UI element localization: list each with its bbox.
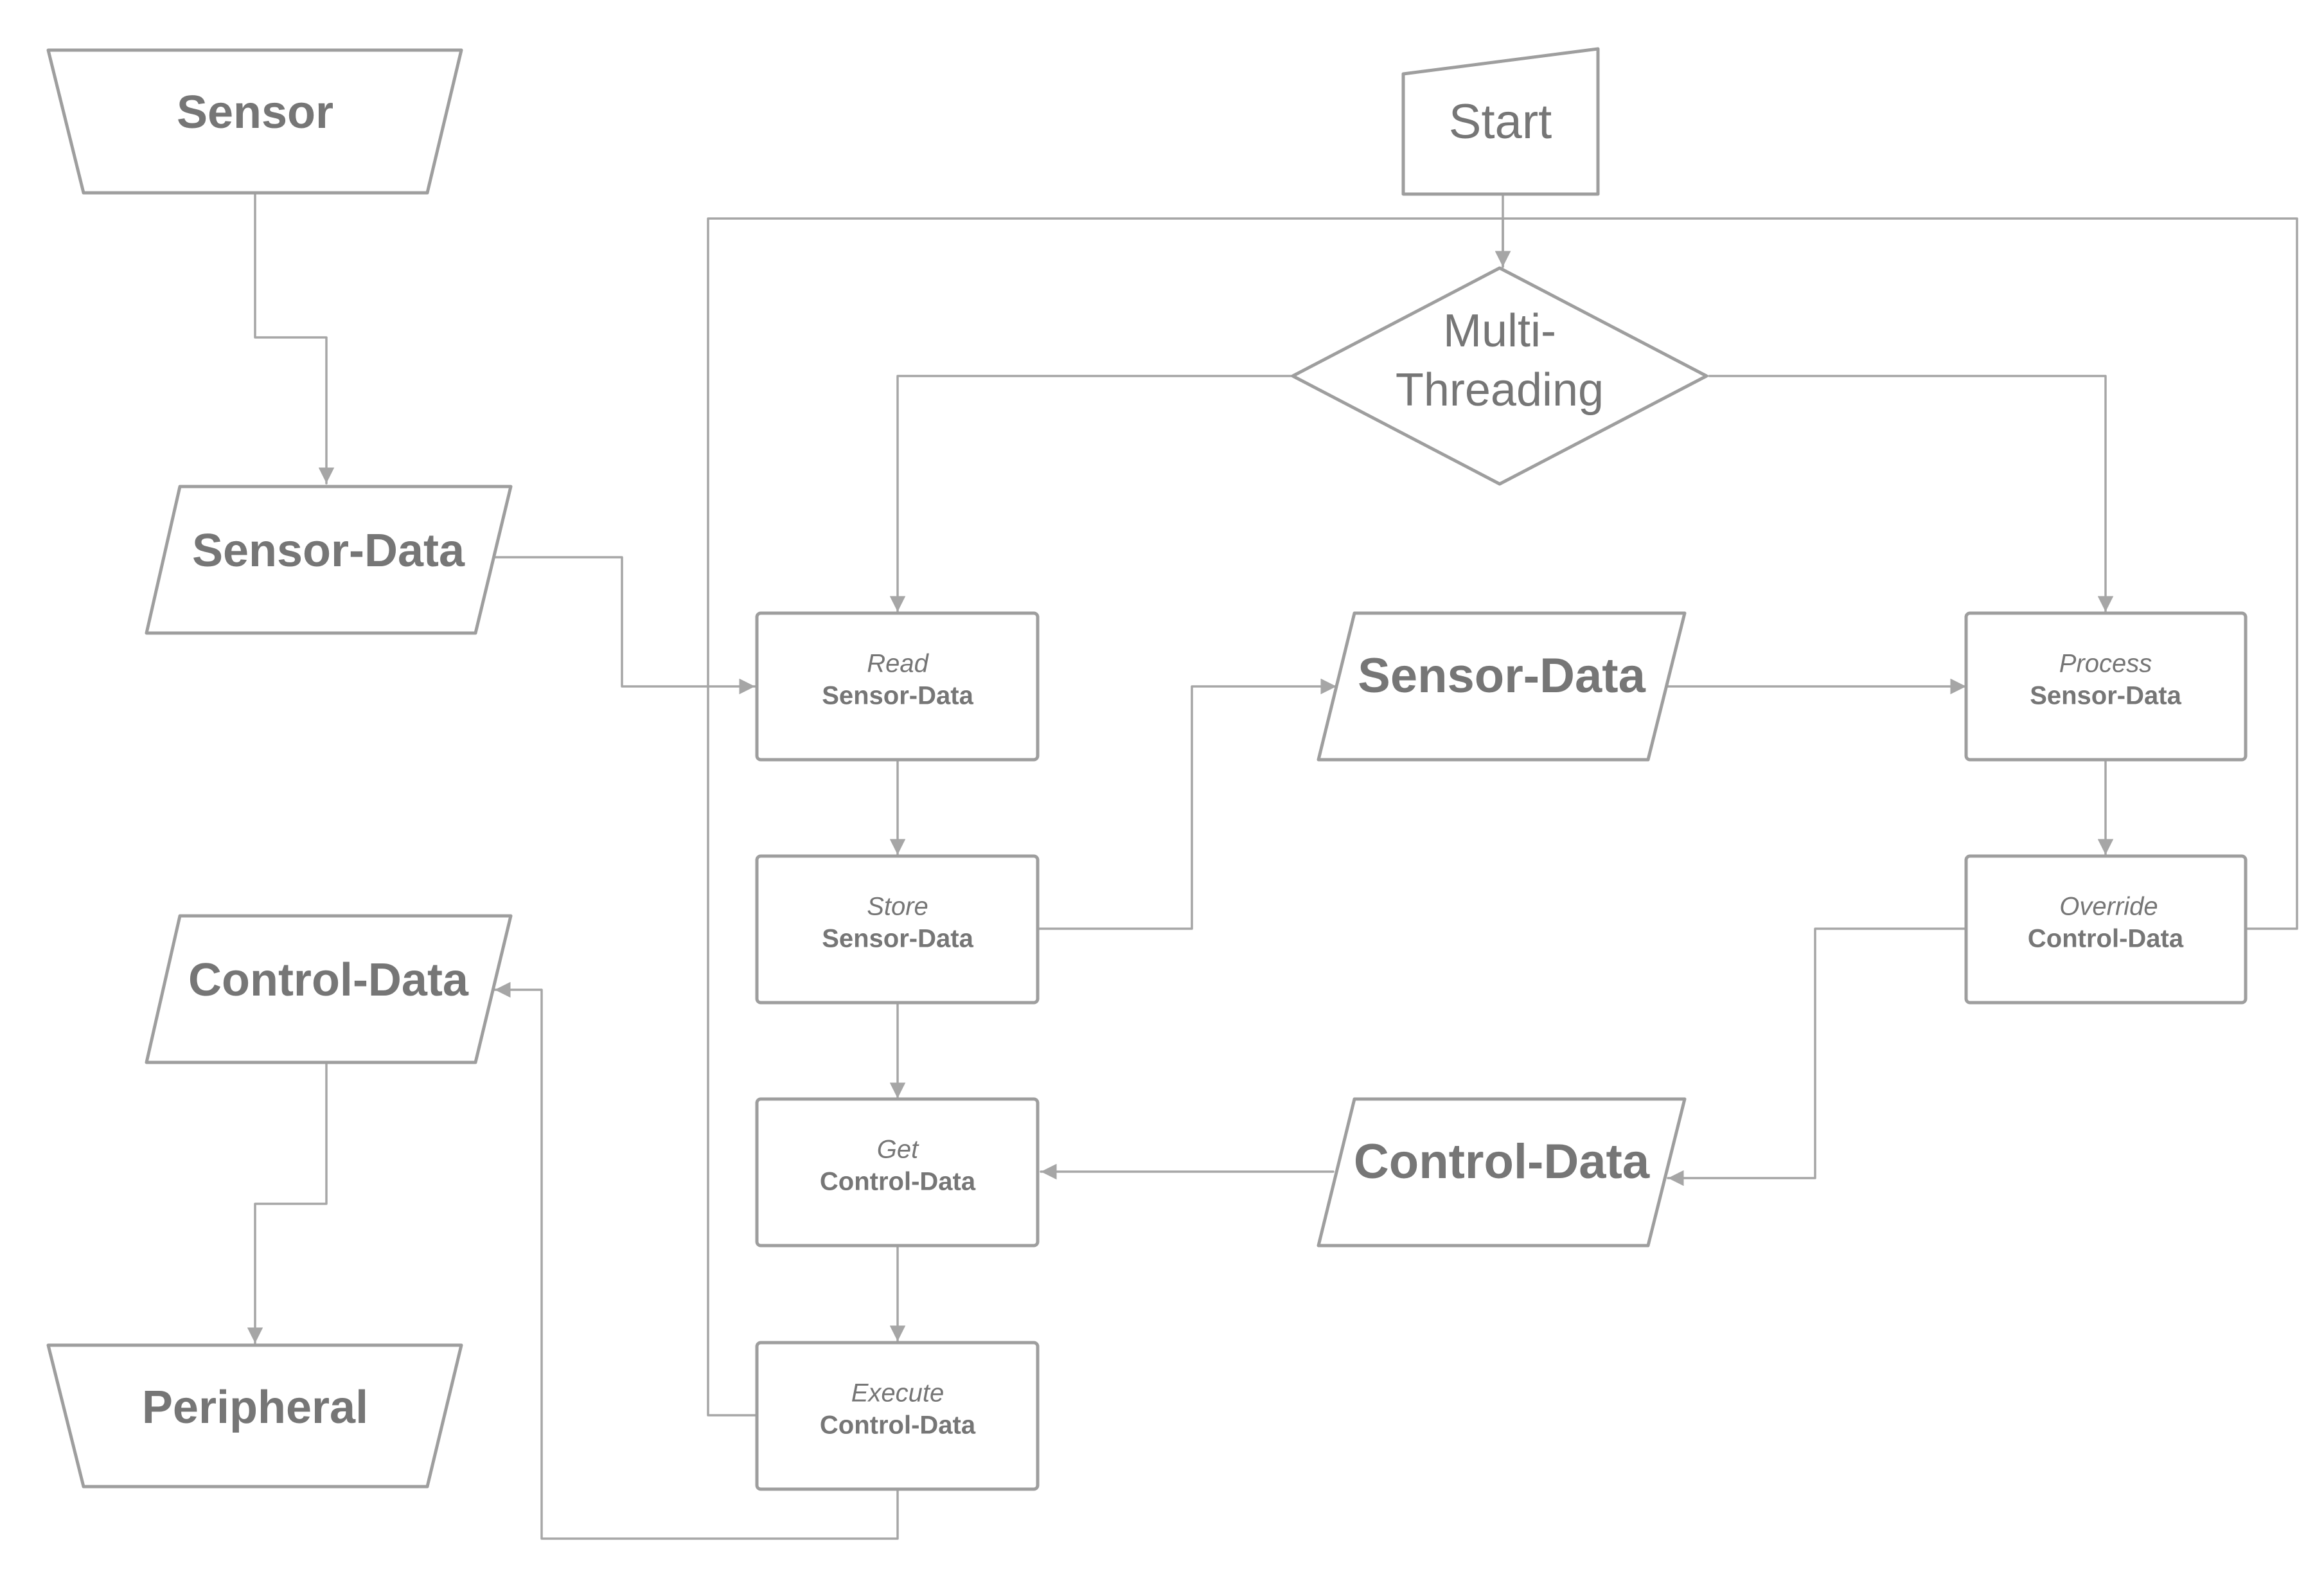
control-data-parallelogram-shape [145, 914, 513, 1064]
node-store-sensor-data: Store Sensor-Data [755, 854, 1040, 1005]
store-verb: Store [867, 893, 928, 921]
edge-sensor-data-to-read [492, 556, 756, 695]
connectors [247, 192, 2298, 1540]
node-control-data-output: Control-Data [145, 914, 513, 1064]
node-sensor-data-store: Sensor-Data [1317, 611, 1687, 762]
node-process-sensor-data: Process Sensor-Data [1964, 611, 2248, 762]
node-read-sensor-data: Read Sensor-Data [755, 611, 1040, 762]
store-object: Sensor-Data [822, 925, 973, 953]
peripheral-label: Peripheral [142, 1382, 368, 1433]
start-label: Start [1449, 94, 1552, 149]
multi-threading-diamond-shape [1291, 266, 1708, 486]
start-manual-input-shape [1401, 47, 1600, 196]
process-verb: Process [2059, 650, 2152, 678]
edge-multithreading-to-read [889, 375, 1297, 613]
sensor-trapezoid-shape [46, 48, 463, 195]
node-sensor: Sensor [46, 48, 463, 195]
node-multi-threading: Multi- Threading [1291, 266, 1708, 486]
sensor-data-store-parallelogram-shape [1317, 611, 1687, 762]
control-data-store-parallelogram-shape [1317, 1097, 1687, 1248]
process-sensor-data-box [1964, 611, 2248, 762]
execute-verb: Execute [851, 1379, 945, 1408]
override-object: Control-Data [2028, 925, 2184, 953]
node-control-data-store: Control-Data [1317, 1097, 1687, 1248]
peripheral-trapezoid-shape [46, 1343, 463, 1489]
node-execute-control-data: Execute Control-Data [755, 1341, 1040, 1491]
control-data-output-label: Control-Data [188, 954, 469, 1006]
get-verb: Get [877, 1136, 919, 1164]
execute-control-data-box [755, 1341, 1040, 1491]
store-sensor-data-box [755, 854, 1040, 1005]
multi-threading-label-line1: Multi- [1443, 305, 1556, 357]
get-control-data-box [755, 1097, 1040, 1248]
node-sensor-data-input: Sensor-Data [145, 485, 513, 635]
node-peripheral: Peripheral [46, 1343, 463, 1489]
edge-override-to-control-data-store [1667, 927, 1967, 1186]
edge-store-to-sensor-data-store [1036, 678, 1338, 930]
override-control-data-box [1964, 854, 2248, 1005]
edge-sensor-to-sensor-data [254, 192, 335, 485]
process-object: Sensor-Data [2030, 682, 2181, 710]
edge-execute-to-control-data [493, 981, 899, 1540]
sensor-data-store-label: Sensor-Data [1358, 648, 1645, 703]
multi-threading-label-line2: Threading [1396, 364, 1604, 416]
execute-object: Control-Data [820, 1411, 976, 1440]
node-get-control-data: Get Control-Data [755, 1097, 1040, 1248]
get-object: Control-Data [820, 1168, 976, 1196]
read-sensor-data-box [755, 611, 1040, 762]
edge-execute-loop-to-multithreading [707, 217, 1511, 1417]
node-start: Start [1401, 47, 1600, 196]
read-verb: Read [867, 650, 929, 678]
control-data-store-label: Control-Data [1354, 1134, 1650, 1189]
override-verb: Override [2059, 893, 2158, 921]
edge-control-data-to-peripheral [247, 1061, 328, 1345]
sensor-label: Sensor [177, 87, 333, 138]
sensor-data-input-label: Sensor-Data [192, 525, 465, 577]
sensor-data-parallelogram-shape [145, 485, 513, 635]
read-object: Sensor-Data [822, 682, 973, 710]
edge-multithreading-to-process [1708, 375, 2114, 613]
node-override-control-data: Override Control-Data [1964, 854, 2248, 1005]
edge-override-loop-to-multithreading [1495, 217, 2298, 930]
